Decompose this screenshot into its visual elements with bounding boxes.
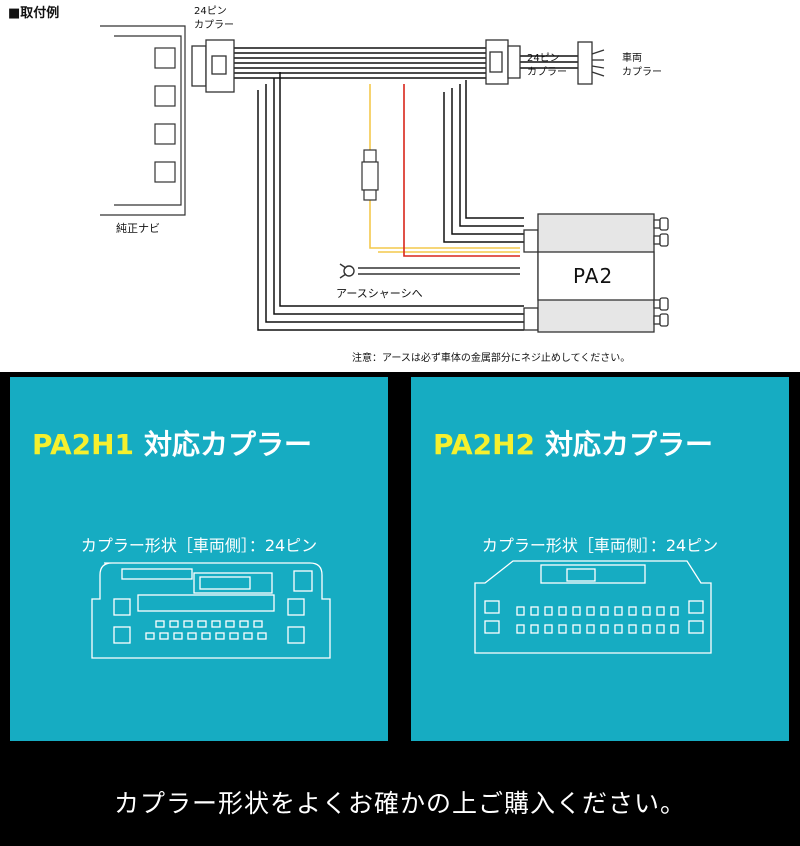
vehicle-connector [577,41,605,85]
connector-2 [485,39,521,85]
pa2-label: PA2 [573,264,614,288]
harness-wires [234,47,578,331]
panel-title: PA2H2 対応カプラー [433,423,713,463]
pin-row-2 [145,632,267,640]
model-name: PA2H2 [433,428,536,461]
ground-wire [339,263,520,279]
vehicle-connector-line1: 車両 [622,53,642,64]
model-name: PA2H1 [32,428,135,461]
coupler-shape-h1 [91,562,331,659]
footer-message: カプラー形状をよくお確かの上ご購入ください。 [113,789,686,818]
title-suffix: 対応カプラー [144,428,313,461]
power-wire [403,84,520,257]
fuse-wire [369,84,520,253]
panel-pa2h1: PA2H1 対応カプラー カプラー形状［車両側］：24ピン [10,377,388,741]
installation-diagram: ■取付例 24ピン カプラー 24ピン カプラー 車両 カプラー 純正ナビ アー… [0,0,800,372]
connector-2-pins: 24ピン [527,53,560,64]
connector-2-name: カプラー [527,67,567,78]
ground-label: アースシャーシへ [336,287,423,300]
pin-row-2 [516,624,679,634]
pin-row-1 [155,620,263,628]
title-suffix: 対応カプラー [545,428,714,461]
stock-navi-unit [100,25,186,216]
navi-label: 純正ナビ [116,222,160,235]
section-title: ■取付例 [8,6,60,21]
connector-1-name: カプラー [194,20,234,31]
shape-label: カプラー形状［車両側］：24ピン [481,536,719,555]
coupler-shape-h2 [474,560,712,654]
connector-1 [191,39,235,93]
fuse-holder [361,149,379,201]
pin-row-1 [516,606,679,616]
connector-1-pins: 24ピン [194,6,227,17]
wiring-diagram [100,25,669,333]
vehicle-connector-line2: カプラー [622,67,662,78]
shape-label: カプラー形状［車両側］：24ピン [80,536,318,555]
panel-pa2h2: PA2H2 対応カプラー カプラー形状［車両側］：24ピン [411,377,789,741]
pa2-unit [523,213,669,333]
panel-title: PA2H1 対応カプラー [32,423,312,463]
ground-note: 注意：アースは必ず車体の金属部分にネジ止めしてください。 [352,353,631,364]
